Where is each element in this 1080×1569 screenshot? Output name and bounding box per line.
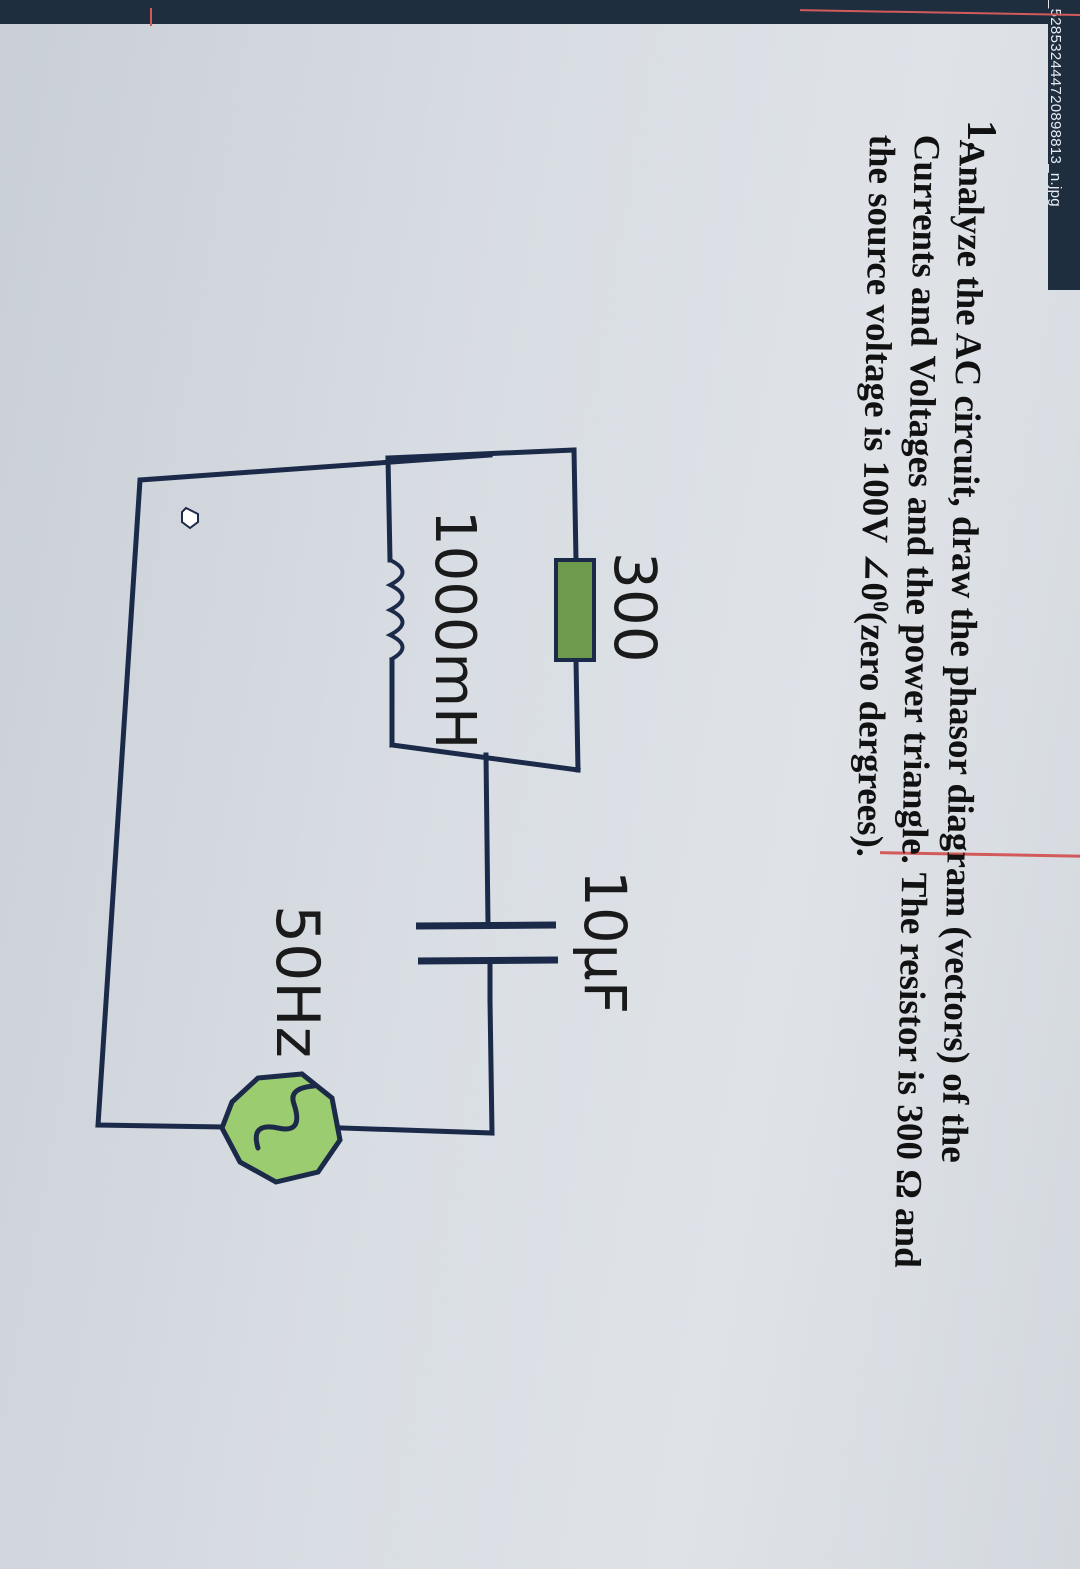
inductor-label: 1000mH [422,510,487,749]
wire-inductor-branch [385,455,395,748]
wire-bottom [339,997,495,1136]
capacitor [415,921,559,965]
wire-parallel-top [385,447,577,461]
red-mark [150,8,152,26]
inductor [385,558,405,662]
resistor-label: 300 [601,552,669,663]
ac-source [219,1071,343,1185]
capacitor-label: 10µF [571,870,639,1014]
wire-to-capacitor [483,752,493,1003]
source-label: 50Hz [262,905,332,1058]
filename-bar [1048,0,1080,290]
wire-resistor-branch [571,447,581,773]
sine-icon [253,1083,317,1151]
resistor [554,558,596,662]
hand-cursor-icon [181,506,199,530]
wire-top [95,452,493,1130]
